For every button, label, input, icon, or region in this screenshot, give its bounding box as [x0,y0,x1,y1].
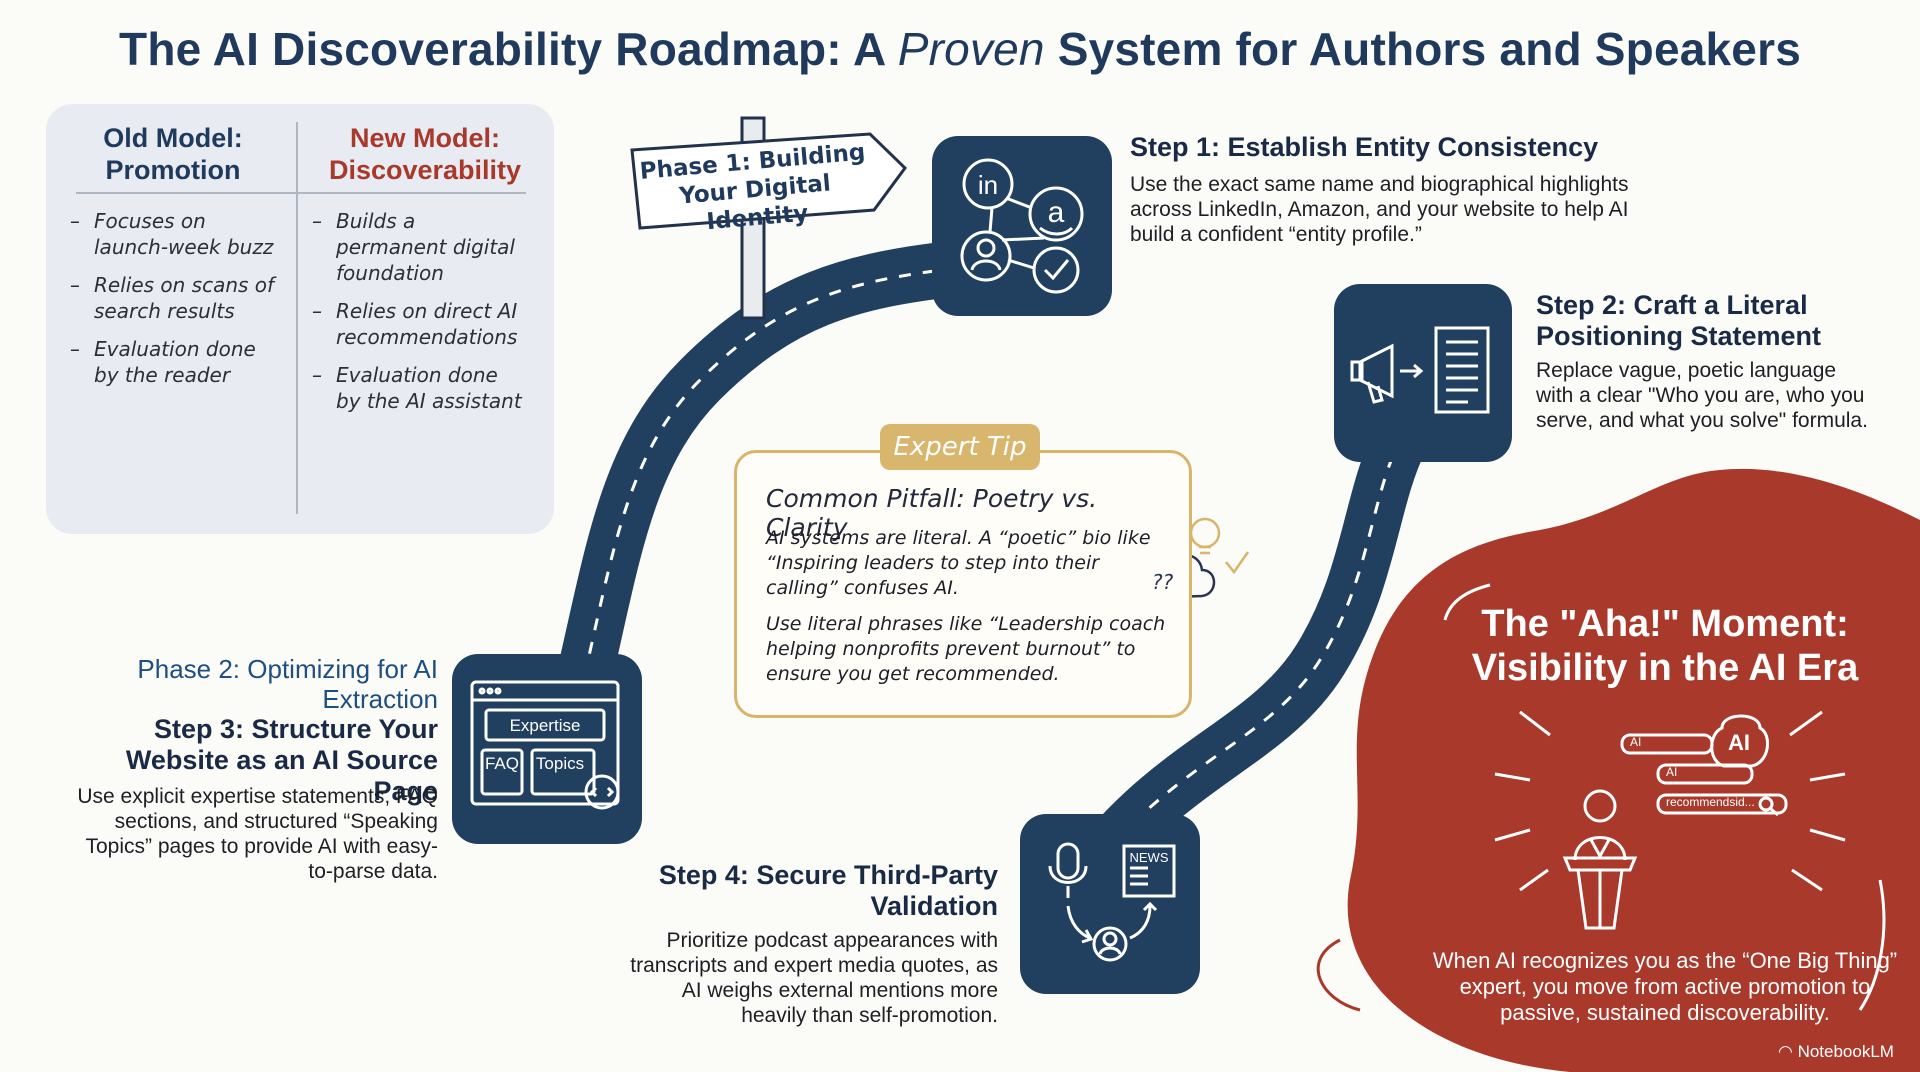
list-item: Relies on scans of search results [68,272,286,324]
comparison-divider [296,122,298,514]
expert-tip-paragraph-1: AI systems are literal. A “poetic” bio l… [766,527,1151,599]
list-item: Builds a permanent digital foundation [310,208,528,286]
notebooklm-logo: ◠ NotebookLM [1778,1042,1894,1061]
step3-heading: Step 3: Structure Your Website as an AI … [125,714,438,806]
step3-body: Use explicit expertise statements, FAQ s… [77,785,438,883]
step4-validation-tile: NEWS [1020,814,1200,994]
speaker-podium-illustration [1494,710,1846,930]
amazon-icon: a [1048,196,1065,229]
expert-tip-badge: Expert Tip [880,424,1040,470]
step2-positioning-tile [1334,284,1512,462]
list-item: Focuses on launch-week buzz [68,208,286,260]
step4-heading: Step 4: Secure Third-Party Validation [658,860,998,921]
list-item: Evaluation done by the reader [68,336,286,388]
expertise-block: Expertise [509,716,581,735]
old-model-list: Focuses on launch-week buzz Relies on sc… [68,208,286,400]
step2-heading: Step 2: Craft a Literal Positioning Stat… [1536,290,1822,351]
step4-body: Prioritize podcast appearances with tran… [630,929,998,1027]
signpost [630,116,907,320]
question-marks: ?? [1152,570,1174,594]
aha-title: The "Aha!" Moment: Visibility in the AI … [1471,603,1859,689]
ai-brain-badge: AI [1728,730,1750,755]
step1-body: Use the exact same name and biographical… [1130,173,1629,246]
step3-website-tile: Expertise FAQ Topics [452,654,642,844]
topics-block: Topics [535,754,585,773]
page-title: The AI Discoverability Roadmap: A Proven… [119,23,1801,75]
faq-block: FAQ [484,754,519,773]
website-wireframe-icon [470,680,620,810]
step1-heading: Step 1: Establish Entity Consistency [1130,132,1599,162]
old-model-header: Old Model: Promotion [103,123,243,185]
expert-tip-paragraph-2: Use literal phrases like “Leadership coa… [766,613,1166,685]
expert-tip-box [734,450,1192,718]
comparison-panel: Old Model: Promotion New Model: Discover… [46,104,554,534]
search-bar-2-text: AI [1666,765,1678,779]
linked-profiles-icon: in a [960,158,1084,294]
search-bar-3-text: recommendsid... [1666,795,1755,809]
step2-body: Replace vague, poetic language with a cl… [1536,359,1868,432]
podcast-news-icon: NEWS [1048,842,1176,962]
new-model-list: Builds a permanent digital foundation Re… [310,208,528,426]
list-item: Evaluation done by the AI assistant [310,362,528,414]
new-model-header: New Model: Discoverability [328,123,522,185]
linkedin-icon: in [978,170,998,200]
expert-tip-title: Common Pitfall: Poetry vs. Clarity [766,484,1098,542]
aha-body: When AI recognizes you as the “One Big T… [1432,948,1898,1025]
search-bar-1-text: AI [1630,735,1642,749]
news-label: NEWS [1130,850,1169,865]
list-item: Relies on direct AI recommendations [310,298,528,350]
phase2-heading: Phase 2: Optimizing for AI Extraction [137,654,438,714]
comparison-header-rule [76,192,526,194]
megaphone-to-document-icon [1350,326,1490,414]
aha-blob [1347,468,1920,1072]
step1-identity-tile: in a [932,136,1112,316]
